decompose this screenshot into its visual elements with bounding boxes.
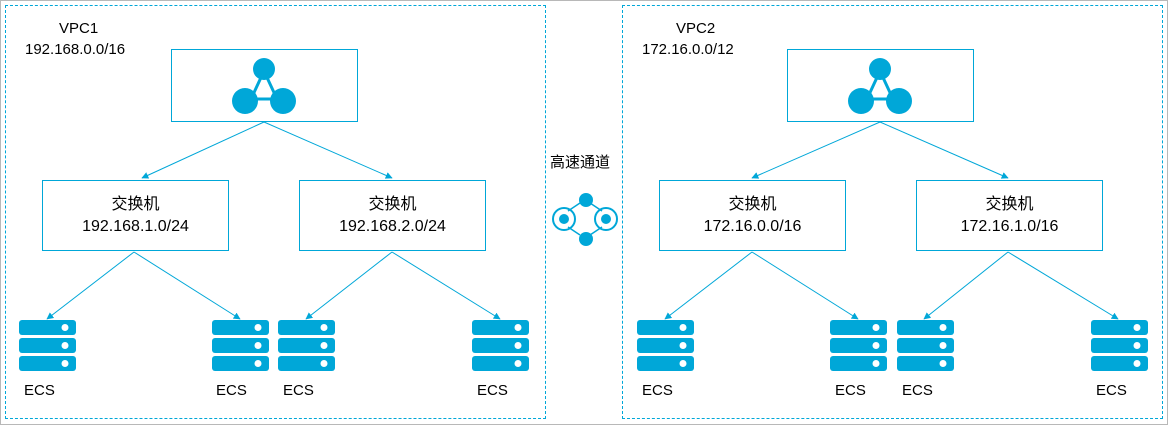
link-switch-ecs [751,251,859,320]
vpc-1 [5,5,546,419]
vswitch-cidr: 172.16.1.0/16 [960,217,1059,235]
ecs-server [212,318,269,374]
ecs-label: ECS [24,382,55,399]
vswitch-label: 交换机 [368,195,417,213]
ecs-server [637,318,694,374]
server-icon [212,320,269,371]
vswitch-label: 交换机 [728,195,777,213]
server-icon [637,320,694,371]
ecs-label: ECS [477,382,508,399]
vswitch-box: 交换机 192.168.2.0/24 [299,180,486,251]
vrouter-box [171,49,358,122]
vswitch-cidr: 192.168.2.0/24 [339,217,446,235]
ecs-server [472,318,529,374]
link-router-switch [751,121,881,179]
ecs-server [830,318,887,374]
ecs-server [19,318,76,374]
vpc-name: VPC1 [59,20,99,37]
server-icon [897,320,954,371]
link-switch-ecs [664,251,753,320]
link-switch-ecs [923,251,1009,320]
ecs-server [897,318,954,374]
vpc-name: VPC2 [676,20,716,37]
vswitch-box: 交换机 172.16.1.0/16 [916,180,1103,251]
link-router-switch [879,121,1009,179]
ecs-server [1091,318,1148,374]
link-switch-ecs [391,251,501,320]
link-switch-ecs [133,251,241,320]
ecs-server [278,318,335,374]
server-icon [1091,320,1148,371]
vrouter-box [787,49,974,122]
server-icon [278,320,335,371]
vswitch-label: 交换机 [985,195,1034,213]
ecs-label: ECS [283,382,314,399]
ecs-label: ECS [835,382,866,399]
link-router-switch [263,121,393,179]
vswitch-box: 交换机 172.16.0.0/16 [659,180,846,251]
vswitch-label: 交换机 [111,195,160,213]
vswitch-cidr: 172.16.0.0/16 [703,217,802,235]
ecs-label: ECS [216,382,247,399]
server-icon [472,320,529,371]
express-connect-icon [552,193,618,246]
server-icon [830,320,887,371]
vpc-2 [622,5,1163,419]
vpc-cidr: 192.168.0.0/16 [25,41,126,58]
vswitch-box: 交换机 192.168.1.0/24 [42,180,229,251]
router-icon [232,58,296,114]
ecs-label: ECS [642,382,673,399]
ecs-label: ECS [1096,382,1127,399]
vpc-cidr: 172.16.0.0/12 [642,41,734,58]
server-icon [19,320,76,371]
link-switch-ecs [1007,251,1119,320]
vswitch-cidr: 192.168.1.0/24 [82,217,189,235]
link-switch-ecs [305,251,393,320]
channel-label: 高速通道 [550,154,611,171]
link-router-switch [141,121,265,179]
router-icon [848,58,912,114]
ecs-label: ECS [902,382,933,399]
link-switch-ecs [46,251,135,320]
